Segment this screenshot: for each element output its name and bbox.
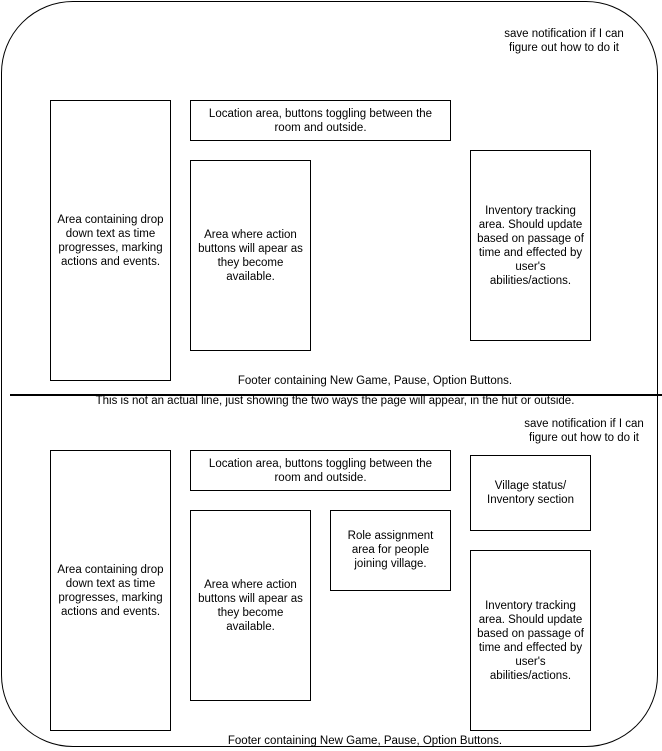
divider-note: This is not an actual line, just showing…: [95, 395, 575, 407]
action-area-bottom-text: Area where action buttons will apear as …: [198, 578, 303, 633]
role-assignment-area: Role assignment area for people joining …: [330, 510, 451, 591]
save-notification-bottom: save notification if I can figure out ho…: [524, 418, 644, 444]
village-status-area: Village status/ Inventory section: [470, 455, 591, 531]
inventory-area-top-text: Inventory tracking area. Should update b…: [477, 204, 584, 287]
inventory-area-bottom: Inventory tracking area. Should update b…: [470, 550, 591, 731]
action-area-top: Area where action buttons will apear as …: [190, 160, 311, 351]
save-notification-top: save notification if I can figure out ho…: [504, 28, 624, 54]
log-area-top-text: Area containing drop down text as time p…: [57, 213, 164, 268]
location-area-top: Location area, buttons toggling between …: [190, 100, 451, 141]
footer-top: Footer containing New Game, Pause, Optio…: [237, 375, 513, 387]
footer-bottom: Footer containing New Game, Pause, Optio…: [227, 735, 503, 747]
role-assignment-area-text: Role assignment area for people joining …: [347, 530, 434, 570]
log-area-bottom: Area containing drop down text as time p…: [50, 450, 171, 731]
log-area-bottom-text: Area containing drop down text as time p…: [57, 563, 164, 618]
inventory-area-bottom-text: Inventory tracking area. Should update b…: [477, 599, 584, 682]
location-area-bottom-text: Location area, buttons toggling between …: [208, 457, 433, 484]
action-area-bottom: Area where action buttons will apear as …: [190, 510, 311, 701]
log-area-top: Area containing drop down text as time p…: [50, 100, 171, 381]
location-area-bottom: Location area, buttons toggling between …: [190, 450, 451, 491]
action-area-top-text: Area where action buttons will apear as …: [198, 228, 303, 283]
inventory-area-top: Inventory tracking area. Should update b…: [470, 150, 591, 341]
layout-divider-line: [10, 394, 662, 396]
location-area-top-text: Location area, buttons toggling between …: [208, 107, 433, 134]
village-status-area-text: Village status/ Inventory section: [487, 480, 574, 506]
